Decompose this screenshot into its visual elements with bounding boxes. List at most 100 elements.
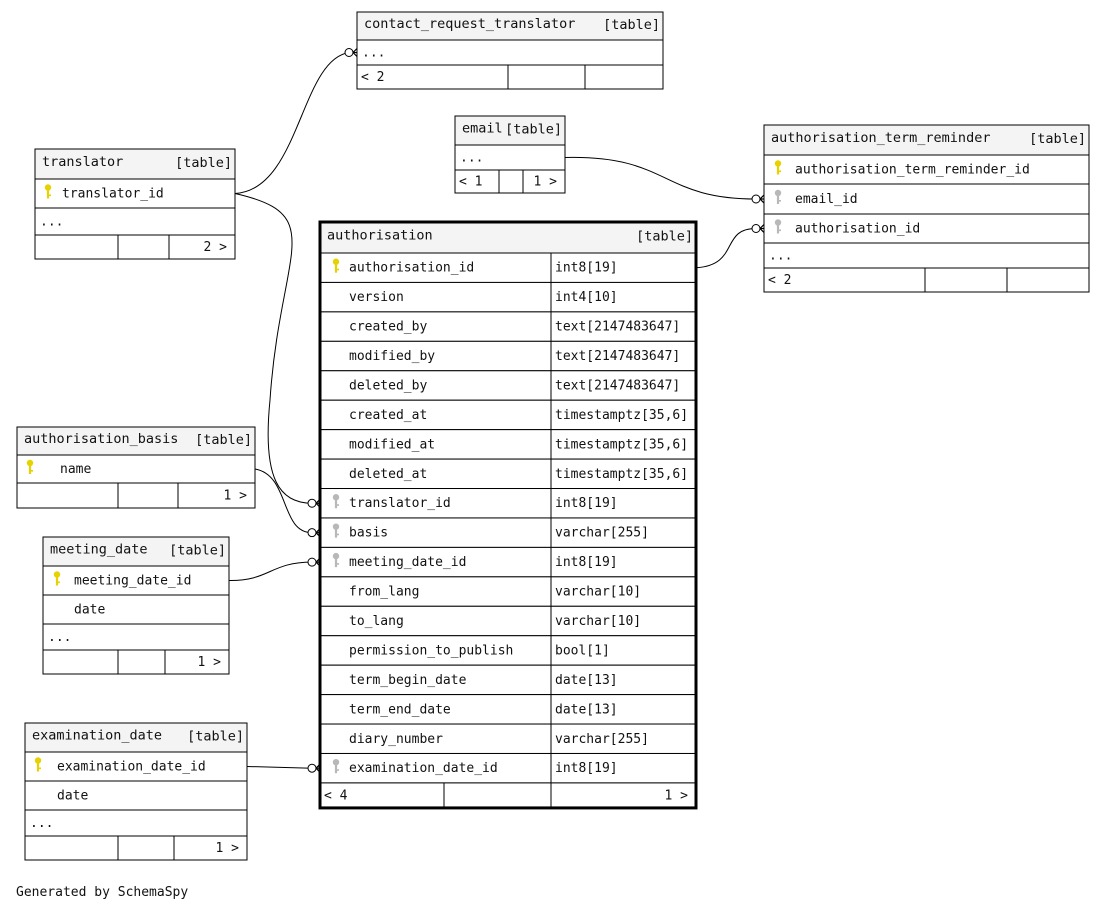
edge-examination-date-authorisation [246, 766, 313, 769]
table-kind-label: [table] [636, 229, 693, 245]
more-columns-indicator: ... [362, 46, 385, 61]
parents-count: < 2 [768, 273, 791, 288]
table-kind-label: [table] [187, 729, 244, 745]
table-examination-date[interactable]: examination_date[table]examination_date_… [24, 722, 248, 861]
column-type: timestamptz[35,6] [555, 467, 688, 482]
table-contact-request-translator[interactable]: contact_request_translator[table]...< 2 [356, 11, 664, 90]
column-name: diary_number [349, 732, 443, 747]
foreign-key-icon [332, 759, 340, 774]
column-type: varchar[10] [555, 585, 641, 600]
column-name: version [349, 290, 404, 305]
column-name: from_lang [349, 585, 419, 600]
more-columns-indicator: ... [769, 249, 792, 264]
crowfoot-basis [307, 528, 321, 538]
edge-meeting-date-authorisation [228, 561, 313, 582]
primary-key-icon [332, 258, 340, 273]
column-row [42, 565, 230, 596]
edge-email-term-reminder [564, 156, 757, 200]
column-name: name [60, 462, 91, 477]
column-row [42, 594, 230, 625]
column-name: date [57, 789, 88, 804]
column-name: translator_id [349, 496, 451, 511]
column-name: created_by [349, 320, 427, 335]
table-header [356, 11, 664, 41]
primary-key-icon [34, 757, 42, 772]
column-type: int8[19] [555, 261, 618, 276]
crowfoot-email-id [751, 194, 765, 204]
column-type: text[2147483647] [555, 378, 680, 393]
tables-layer: contact_request_translator[table]...< 2e… [16, 11, 1090, 861]
column-row [34, 207, 236, 236]
table-footer [763, 267, 1090, 293]
column-type: int8[19] [555, 496, 618, 511]
table-kind-label: [table] [175, 155, 232, 171]
table-footer [454, 169, 566, 194]
table-footer [42, 649, 230, 675]
crowfoot-examination-date-id [307, 763, 321, 773]
column-type: timestamptz[35,6] [555, 437, 688, 452]
crowfoot-contact-request-translator [344, 48, 358, 57]
column-row [319, 370, 697, 401]
foreign-key-icon [332, 552, 340, 568]
table-kind-label: [table] [169, 543, 226, 559]
edge-authorisation-term-reminder [695, 228, 757, 269]
children-count: 2 > [204, 240, 228, 255]
column-row [42, 623, 230, 651]
table-name: authorisation [327, 228, 433, 244]
column-row [763, 242, 1090, 269]
column-row [319, 664, 697, 696]
column-type: int8[19] [555, 761, 618, 776]
children-count: 1 > [198, 655, 222, 670]
more-columns-indicator: ... [40, 215, 63, 230]
children-count: 1 > [665, 788, 689, 803]
column-name: permission_to_publish [349, 643, 513, 658]
table-name: examination_date [32, 728, 162, 744]
column-type: int8[19] [555, 555, 618, 570]
edge-translator-contact-request [234, 52, 350, 194]
column-row [319, 311, 697, 342]
column-type: varchar[255] [555, 526, 649, 541]
foreign-key-icon [332, 523, 340, 538]
primary-key-icon [774, 160, 782, 175]
table-name: meeting_date [50, 542, 148, 558]
more-columns-indicator: ... [48, 630, 71, 645]
table-meeting-date[interactable]: meeting_date[table]meeting_date_iddate..… [42, 536, 230, 675]
column-row [763, 183, 1090, 215]
table-authorisation[interactable]: authorisation [table] authorisation_id int8… [318, 220, 698, 810]
column-name: modified_at [349, 437, 435, 452]
column-type: timestamptz[35,6] [555, 408, 688, 423]
table-kind-label: [table] [1029, 131, 1086, 147]
foreign-key-icon [774, 189, 782, 204]
edge-basis-authorisation [254, 468, 313, 534]
column-name: date [74, 603, 105, 618]
table-header [42, 536, 230, 567]
table-footer [16, 482, 256, 509]
column-type: text[2147483647] [555, 349, 680, 364]
column-name: modified_by [349, 349, 435, 364]
column-name: to_lang [349, 614, 404, 629]
column-type: date[13] [555, 673, 618, 688]
column-row [356, 39, 664, 66]
column-name: authorisation_id [795, 222, 920, 237]
table-name: authorisation_term_reminder [771, 130, 990, 146]
column-name: meeting_date_id [349, 555, 466, 570]
children-count: 1 > [216, 841, 240, 856]
more-columns-indicator: ... [460, 151, 483, 166]
table-authorisation-term-reminder[interactable]: authorisation_term_reminder [table] author… [763, 124, 1090, 293]
table-translator[interactable]: translator[table]translator_id...2 > [34, 148, 236, 260]
column-name: term_end_date [349, 702, 451, 717]
focus-table-border [318, 220, 698, 810]
relationship-edges [228, 48, 765, 773]
table-header [34, 148, 236, 180]
primary-key-icon [53, 571, 61, 586]
column-row [319, 723, 697, 754]
table-footer [34, 234, 236, 260]
table-header [763, 124, 1090, 156]
parents-count: < 2 [361, 70, 384, 85]
column-name: authorisation_id [349, 261, 474, 276]
children-count: 1 > [224, 489, 248, 504]
table-kind-label: [table] [195, 432, 252, 448]
